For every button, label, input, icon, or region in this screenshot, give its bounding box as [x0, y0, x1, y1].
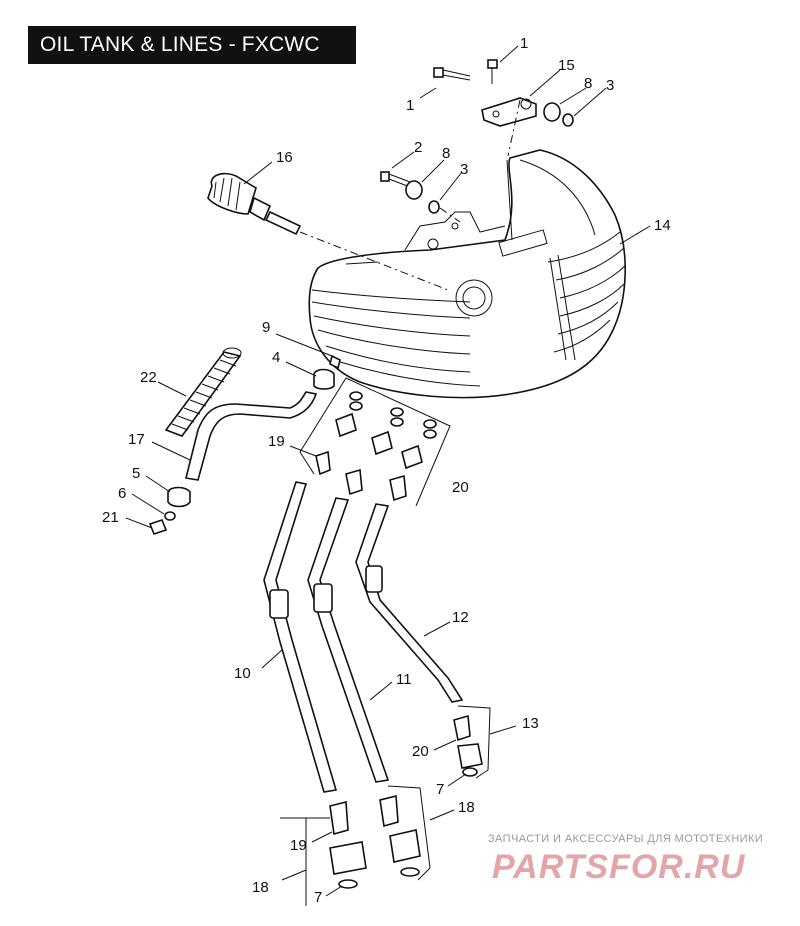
- oil-tank: [308, 149, 626, 399]
- callout-10: 10: [234, 665, 251, 682]
- bracket-line-18b: [387, 785, 431, 881]
- callout-4: 4: [272, 349, 280, 366]
- callout-7-left: 7: [314, 889, 322, 906]
- callout-13: 13: [522, 715, 539, 732]
- drain-plug: [148, 519, 168, 535]
- callout-19-upper: 19: [268, 433, 285, 450]
- fitting-kit-upper: [315, 391, 437, 502]
- feed-line-crimp: [269, 589, 289, 619]
- grommet-lower: [405, 180, 423, 200]
- vent-line-crimp: [365, 565, 383, 593]
- tank-mount-bracket: [481, 97, 537, 127]
- centerline-dipstick: [299, 231, 449, 291]
- callout-1-side: 1: [406, 97, 414, 114]
- callout-20-upper: 20: [452, 479, 469, 496]
- hose-clamp-lower: [167, 486, 191, 508]
- callout-21: 21: [102, 509, 119, 526]
- callout-19-lower: 19: [290, 837, 307, 854]
- callout-6: 6: [118, 485, 126, 502]
- callout-2: 2: [414, 139, 422, 156]
- drain-plug-o-ring: [164, 511, 176, 521]
- callout-14: 14: [654, 217, 671, 234]
- bolt-upper: [487, 59, 498, 84]
- return-fitting-kit: [379, 794, 421, 877]
- callout-12: 12: [452, 609, 469, 626]
- diagram-title: OIL TANK & LINES - FXCWC: [28, 26, 356, 64]
- hose-clamp-upper: [313, 368, 335, 390]
- callout-18-left: 18: [252, 879, 269, 896]
- callout-7-right: 7: [436, 781, 444, 798]
- return-line: [307, 497, 390, 783]
- callout-3-upper: 3: [606, 77, 614, 94]
- callout-3-lower: 3: [460, 161, 468, 178]
- callout-22: 22: [140, 369, 157, 386]
- callout-5: 5: [132, 465, 140, 482]
- drain-hose-sleeve: [164, 347, 242, 437]
- return-line-crimp: [313, 583, 333, 613]
- grommet-upper: [543, 102, 561, 122]
- bracket-line-19a: [299, 377, 347, 475]
- callout-8-upper: 8: [584, 75, 592, 92]
- callout-1-upper: 1: [520, 35, 528, 52]
- dipstick: [207, 172, 302, 236]
- callout-17: 17: [128, 431, 145, 448]
- callout-20-lower: 20: [412, 743, 429, 760]
- watermark-logo: PARTSFOR.RU: [492, 848, 746, 886]
- callout-8-lower: 8: [442, 145, 450, 162]
- bracket-line-13: [457, 705, 491, 779]
- callout-9: 9: [262, 319, 270, 336]
- centerline-bolt: [439, 207, 461, 223]
- callout-11: 11: [396, 671, 412, 688]
- drain-hose: [185, 391, 318, 481]
- vent-fitting-kit: [453, 714, 483, 777]
- watermark-caption: ЗАПЧАСТИ И АКСЕССУАРЫ ДЛЯ МОТОТЕХНИКИ: [488, 833, 764, 845]
- feed-fitting-kit: [329, 800, 367, 889]
- callout-15: 15: [558, 57, 575, 74]
- callout-18-right: 18: [458, 799, 475, 816]
- bracket-line-18a: [280, 817, 330, 906]
- nut-lower: [428, 200, 440, 214]
- bolt-front: [380, 171, 411, 188]
- callout-16: 16: [276, 149, 293, 166]
- tank-drain-fitting: [329, 354, 341, 370]
- nut-upper: [562, 113, 574, 127]
- bolt-side: [433, 67, 471, 81]
- bracket-line-20a: [345, 377, 451, 507]
- leader-lines: [125, 45, 651, 897]
